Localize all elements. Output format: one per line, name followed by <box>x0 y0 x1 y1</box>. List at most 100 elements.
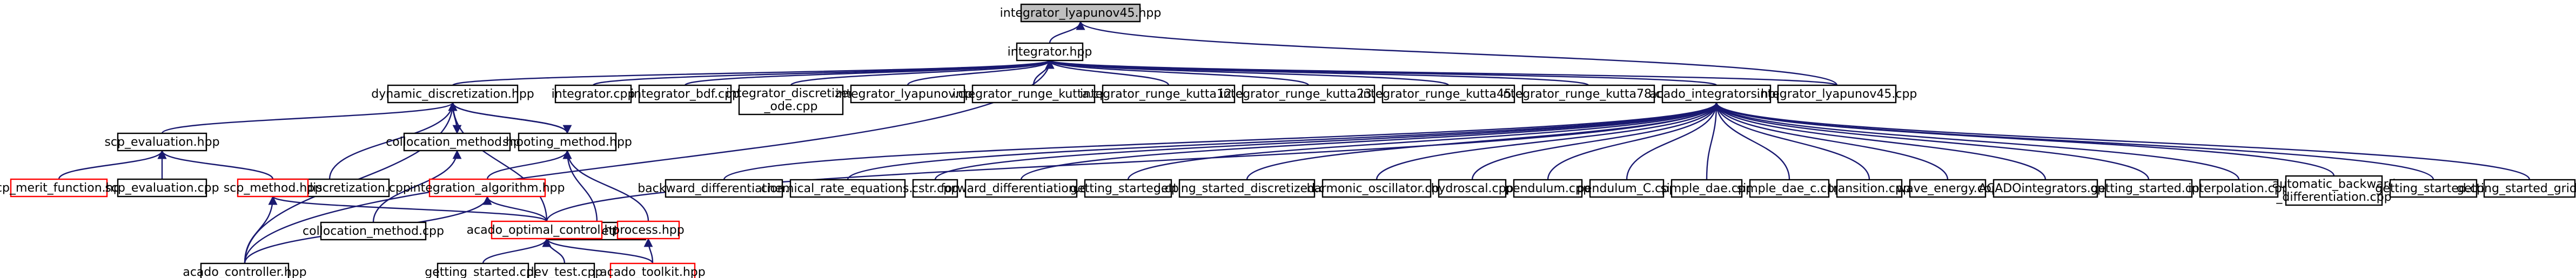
node-rk-cpp[interactable]: integrator_runge_kutta.cpp <box>952 84 1115 104</box>
node-label: integrator_runge_kutta23.cpp <box>1220 87 1397 101</box>
node-integrator-cpp[interactable]: integrator.cpp <box>552 84 635 104</box>
edges-layer <box>58 21 2531 264</box>
edge-arrow <box>58 150 167 180</box>
node-dev-test[interactable]: dev_test.cpp <box>527 262 603 278</box>
edge-n_gs4-to-n_acado_integrators <box>1712 101 2434 180</box>
edge-n_gs3-to-n_acado_integrators <box>1712 101 2150 180</box>
edge-arrow <box>1712 101 1870 180</box>
node-box <box>1102 84 1236 104</box>
node-box <box>1777 84 1897 104</box>
node-acado-integrators[interactable]: acado_integrators.hpp <box>1649 84 1783 104</box>
edge-arrow <box>1076 21 1838 86</box>
node-box <box>1993 179 2098 198</box>
node-scp-eval[interactable]: scp_evaluation.hpp <box>104 132 220 152</box>
node-acado-controller[interactable]: acado_controller.hpp <box>183 262 307 278</box>
node-chem[interactable]: chemical_rate_equations.cpp <box>761 179 935 198</box>
node-acado-optimal[interactable]: acado_optimal_control.hpp <box>467 220 627 240</box>
node-rk78[interactable]: integrator_runge_kutta78.cpp <box>1500 84 1677 104</box>
node-box <box>1016 42 1084 62</box>
edge-n_transition-to-n_acado_integrators <box>1712 101 1870 180</box>
node-toolkit[interactable]: acado_toolkit.hpp <box>600 262 706 278</box>
node-auto-back[interactable]: automatic_backward_differentiation.cpp <box>2272 175 2396 206</box>
node-box <box>534 262 595 278</box>
node-rk23[interactable]: integrator_runge_kutta23.cpp <box>1220 84 1397 104</box>
node-gs1[interactable]: getting_started.cpp <box>425 262 541 278</box>
edge-n_wave-to-n_acado_integrators <box>1712 101 1949 180</box>
node-label: scp_evaluation.cpp <box>105 181 219 195</box>
edge-n_simple_dae-to-n_acado_integrators <box>1706 101 1721 180</box>
edge-n_lyap45_cpp-to-n_root <box>1076 21 1838 86</box>
edge-arrow <box>542 238 654 264</box>
node-wave[interactable]: wave_energy.cpp <box>1896 179 1999 198</box>
node-hydro[interactable]: hydroscal.cpp <box>1431 179 1514 198</box>
node-scp-merit[interactable]: scp_merit_function.hpp <box>0 178 129 198</box>
node-box <box>1020 3 1141 23</box>
node-scp-eval-cpp[interactable]: scp_evaluation.cpp <box>105 178 219 198</box>
edge-arrow <box>486 150 572 180</box>
node-integrator[interactable]: integrator.hpp <box>1008 42 1092 62</box>
node-gs4[interactable]: getting_started.cpp <box>2375 179 2492 198</box>
edge-n_lyap_cpp-to-n_integrator <box>907 59 1055 86</box>
node-box <box>616 220 680 240</box>
edge-arrow <box>1127 101 1721 180</box>
edge-arrow <box>452 59 1054 86</box>
node-interp[interactable]: interpolation.cpp <box>2188 179 2290 198</box>
edge-arrow <box>562 150 649 222</box>
node-cstr[interactable]: cstr.cpp <box>912 179 958 198</box>
node-label: scp_merit_function.hpp <box>0 181 129 195</box>
node-dyn-disc[interactable]: dynamic_discretization.hpp <box>371 84 534 104</box>
node-box <box>1836 179 1903 198</box>
edge-n_harmonic-to-n_acado_integrators <box>1376 101 1721 180</box>
node-box <box>1321 179 1432 198</box>
node-box <box>403 132 511 152</box>
node-transition[interactable]: transition.cpp <box>1828 179 1910 198</box>
edge-n_toolkit-to-n_acado_optimal <box>542 238 654 264</box>
node-scp-method[interactable]: scp_method.hpp <box>224 178 322 198</box>
node-box <box>638 84 732 104</box>
edge-n_gs_grid-to-n_acado_integrators <box>1712 101 2531 180</box>
node-harmonic[interactable]: harmonic_oscillator.cpp <box>1306 179 1447 198</box>
node-simple-dae[interactable]: simple_dae.cpp <box>1660 179 1753 198</box>
node-gs2[interactable]: getting_started.cpp <box>1070 179 1186 198</box>
node-box <box>609 262 696 278</box>
node-gs3[interactable]: getting_started.cpp <box>2090 179 2207 198</box>
node-acado-int-cpp[interactable]: ACADOintegrators.cpp <box>1978 179 2112 198</box>
node-pend[interactable]: pendulum.cpp <box>1505 179 1591 198</box>
edge-arrow <box>157 150 274 180</box>
node-bdf[interactable]: integrator_bdf.cpp <box>630 84 740 104</box>
node-box <box>1513 179 1583 198</box>
edge-arrow <box>482 238 552 264</box>
node-box <box>200 262 290 278</box>
node-simple-dae-c[interactable]: simple_dae_c.cpp <box>1737 179 1842 198</box>
node-integ-alg[interactable]: integration_algorithm.hpp <box>410 178 565 198</box>
node-rk12[interactable]: integrator_runge_kutta12.cpp <box>1080 84 1257 104</box>
node-process[interactable]: process.hpp <box>612 220 685 240</box>
node-colloc[interactable]: collocation_method.hpp <box>386 132 528 152</box>
node-rk45[interactable]: integrator_runge_kutta45.cpp <box>1360 84 1537 104</box>
node-colloc-cpp[interactable]: collocation_method.cpp <box>303 221 444 241</box>
node-label: cstr.cpp <box>912 182 958 195</box>
node-box <box>2389 179 2478 198</box>
edge-n_acado_optimal-to-n_integ_alg <box>482 195 548 222</box>
node-box <box>912 179 958 198</box>
edge-n_backward-to-n_acado_integrators <box>723 101 1721 180</box>
node-label: integrator_runge_kutta45.cpp <box>1360 87 1537 101</box>
node-box <box>1381 84 1515 104</box>
node-label: interpolation.cpp <box>2188 182 2289 195</box>
node-label: scp_evaluation.hpp <box>104 135 219 149</box>
node-gs-disc[interactable]: getting_started_discretized.cpp <box>1153 179 1340 198</box>
node-label: pendulum.cpp <box>1505 182 1591 195</box>
edge-n_simple_dae_c-to-n_acado_integrators <box>1712 101 1790 180</box>
node-pend-c[interactable]: pendulum_C.cpp <box>1577 179 1676 198</box>
node-shooting[interactable]: shooting_method.hpp <box>502 132 632 152</box>
node-disc-ode[interactable]: integrator_discretized_ode.cpp <box>726 84 856 116</box>
node-box <box>1909 179 1987 198</box>
node-lyap-cpp[interactable]: integrator_lyapunov.cpp <box>835 84 980 104</box>
node-backward[interactable]: backward_differentiation.cpp <box>638 179 810 198</box>
edge-arrow <box>448 101 548 222</box>
node-box <box>491 220 603 240</box>
node-gs-grid[interactable]: getting_started_grid.cpp <box>2457 179 2576 198</box>
node-box <box>1521 84 1655 104</box>
node-lyap45-cpp[interactable]: integrator_lyapunov45.cpp <box>1757 84 1917 104</box>
node-forward[interactable]: forward_differentiation.cpp <box>941 179 1102 198</box>
